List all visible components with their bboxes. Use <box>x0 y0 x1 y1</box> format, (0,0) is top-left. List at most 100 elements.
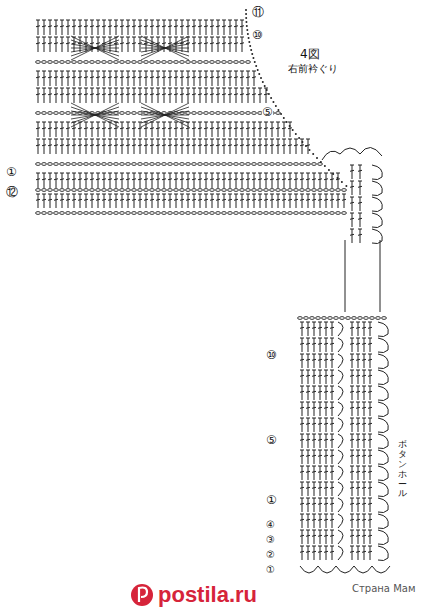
stitch-stroke <box>228 77 232 78</box>
stitch-stroke <box>66 71 70 72</box>
stitch-stroke <box>96 199 100 200</box>
stitch-stroke <box>90 20 94 21</box>
stitch-stroke <box>358 546 359 560</box>
stitch-stroke <box>368 487 372 488</box>
stitch-stroke <box>326 173 327 188</box>
row-number: ③ <box>266 535 275 545</box>
stitch-stroke <box>188 194 189 208</box>
stitch-stroke <box>84 20 88 21</box>
stitch-stroke <box>54 20 58 21</box>
stitch-stroke <box>326 338 327 352</box>
stitch-stroke <box>276 189 281 192</box>
edge-dot <box>328 169 330 171</box>
stitch-stroke <box>306 189 311 192</box>
stitch-stroke <box>270 199 274 200</box>
stitch-stroke <box>364 530 365 544</box>
stitch-stroke <box>228 163 233 166</box>
stitch-stroke <box>126 61 131 64</box>
stitch-stroke <box>312 370 316 371</box>
stitch-stroke <box>96 163 101 166</box>
stitch-stroke <box>364 434 365 448</box>
stitch-stroke <box>236 71 237 86</box>
stitch-stroke <box>180 61 185 64</box>
stitch-stroke <box>126 199 130 200</box>
stitch-stroke <box>102 94 106 95</box>
stitch-stroke <box>176 88 177 103</box>
stitch-stroke <box>364 514 365 528</box>
stitch-stroke <box>126 145 130 146</box>
stitch-stroke <box>282 173 286 174</box>
stitch-stroke <box>370 386 371 400</box>
stitch-stroke <box>264 122 268 123</box>
stitch-stroke <box>368 498 372 499</box>
stitch-stroke <box>198 20 202 21</box>
stitch-stroke <box>246 163 251 166</box>
stitch-stroke <box>54 122 58 123</box>
stitch-stroke <box>48 199 52 200</box>
stitch-stroke <box>108 139 112 140</box>
edge-dot <box>245 9 247 11</box>
stitch-stroke <box>318 194 322 195</box>
stitch-stroke <box>330 359 334 360</box>
stitch-stroke <box>162 88 166 89</box>
stitch-stroke <box>306 386 310 387</box>
stitch-stroke <box>252 212 257 215</box>
stitch-stroke <box>350 354 354 355</box>
stitch-stroke <box>332 434 333 448</box>
stitch-stroke <box>132 145 136 146</box>
stitch-stroke <box>168 139 172 140</box>
stitch-stroke <box>362 343 366 344</box>
stitch-stroke <box>192 20 196 21</box>
stitch-stroke <box>356 322 360 323</box>
stitch-stroke <box>96 61 101 64</box>
stitch-stroke <box>216 26 220 27</box>
stitch-stroke <box>120 173 124 174</box>
stitch-stroke <box>216 212 221 215</box>
stitch-stroke <box>96 26 100 27</box>
stitch-stroke <box>290 139 291 154</box>
stitch-stroke <box>378 338 388 353</box>
stitch-stroke <box>352 322 353 336</box>
stitch-stroke <box>168 77 172 78</box>
stitch-stroke <box>350 519 354 520</box>
stitch-stroke <box>356 407 360 408</box>
stitch-stroke <box>300 530 304 531</box>
stitch-stroke <box>126 112 131 115</box>
stitch-stroke <box>210 61 215 64</box>
stitch-stroke <box>346 317 351 320</box>
stitch-stroke <box>54 173 58 174</box>
stitch-stroke <box>120 212 125 215</box>
stitch-stroke <box>86 173 87 188</box>
stitch-stroke <box>42 179 46 180</box>
stitch-stroke <box>320 354 321 368</box>
edge-dot <box>272 101 274 103</box>
edge-dot <box>292 129 294 131</box>
stitch-stroke <box>260 88 261 103</box>
stitch-stroke <box>116 122 117 137</box>
stitch-stroke <box>378 370 388 385</box>
stitch-stroke <box>102 77 106 78</box>
stitch-stroke <box>350 370 354 371</box>
stitch-stroke <box>376 317 381 320</box>
stitch-stroke <box>170 20 171 35</box>
stitch-stroke <box>336 212 341 215</box>
stitch-stroke <box>48 145 52 146</box>
stitch-stroke <box>358 370 359 384</box>
stitch-stroke <box>165 48 189 56</box>
stitch-stroke <box>318 189 323 192</box>
stitch-stroke <box>318 212 323 215</box>
stitch-stroke <box>96 88 100 89</box>
stitch-stroke <box>350 202 354 203</box>
stitch-stroke <box>306 450 310 451</box>
stitch-stroke <box>228 112 233 115</box>
stitch-stroke <box>42 189 47 192</box>
stitch-stroke <box>368 434 372 435</box>
stitch-stroke <box>72 189 77 192</box>
stitch-stroke <box>306 327 310 328</box>
stitch-stroke <box>164 194 165 208</box>
stitch-stroke <box>324 370 328 371</box>
stitch-stroke <box>236 37 237 52</box>
stitch-stroke <box>300 338 304 339</box>
stitch-stroke <box>312 359 316 360</box>
stitch-stroke <box>138 194 142 195</box>
